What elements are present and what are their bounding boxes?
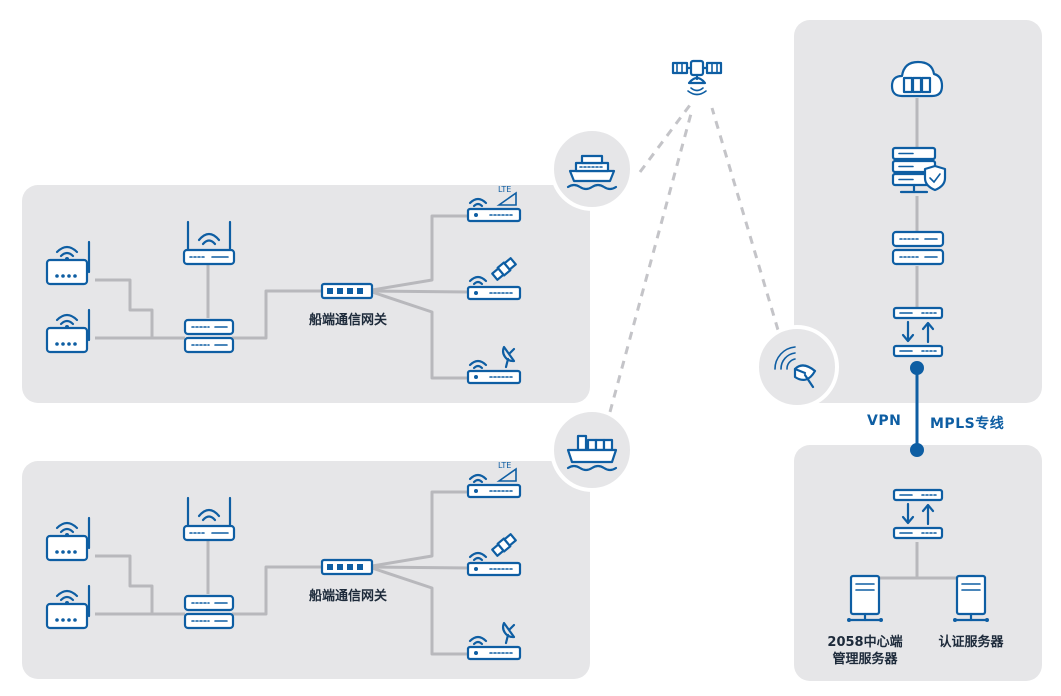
link-gateway-sat-2 [371, 565, 471, 570]
ground-station-badge [755, 325, 839, 409]
wifi-access-point-icon [45, 238, 97, 290]
link-gateway-dish-2 [371, 566, 470, 656]
gateway-device-icon [320, 558, 374, 576]
link-router-auth [915, 562, 970, 580]
sat-link-ship1 [638, 104, 692, 173]
cruise-ship-icon [566, 154, 618, 191]
link-switch-gateway-2 [232, 565, 322, 616]
vpn-node-bottom [910, 443, 924, 457]
mpls-label: MPLS专线 [930, 416, 1005, 432]
management-server-label-line1: 2058中心端 [827, 635, 903, 650]
security-server-icon [891, 146, 947, 196]
vpn-node-top [910, 361, 924, 375]
sat-link-ship2 [608, 109, 694, 413]
link-router-2058 [864, 542, 919, 580]
lte-text: LTE [498, 185, 511, 194]
link-gateway-dish [371, 290, 470, 380]
management-server-label: 2058中心端 管理服务器 [812, 634, 918, 668]
link-ap1-switch-2 [95, 554, 185, 616]
gateway-label: 船端通信网关 [308, 589, 387, 604]
satellite-modem-icon [466, 533, 524, 577]
lte-text: LTE [498, 461, 511, 470]
auth-server-icon [951, 574, 991, 624]
lte-modem-icon: LTE [466, 459, 524, 499]
satellite-icon [671, 55, 723, 99]
cargo-ship-badge [550, 408, 634, 492]
link-switch-gateway [232, 289, 322, 340]
ground-dish-icon [774, 346, 817, 389]
router-arrows-icon [892, 306, 946, 358]
link-gateway-sat [371, 289, 471, 294]
link-gateway-lte-2 [371, 490, 470, 568]
wifi-router-icon [182, 218, 236, 268]
switch-stack-icon [183, 318, 235, 356]
cargo-ship-icon [566, 434, 618, 472]
wifi-access-point-icon [45, 582, 97, 634]
gateway-device-icon [320, 282, 374, 300]
cruise-ship-badge [550, 127, 634, 211]
auth-server-label: 认证服务器 [938, 635, 1004, 650]
lte-modem-icon: LTE [466, 183, 524, 223]
satellite-modem-icon [466, 257, 524, 301]
dish-modem-icon [466, 343, 524, 385]
router-arrows-icon [892, 488, 946, 540]
gateway-label: 船端通信网关 [308, 313, 387, 328]
management-server-icon [845, 574, 885, 624]
wifi-router-icon [182, 494, 236, 544]
core-switch-icon [891, 230, 945, 268]
cloud-server-icon [890, 56, 944, 100]
link-ap1-switch [95, 278, 185, 340]
sat-link-groundstation [710, 107, 780, 331]
management-server-label-line2: 管理服务器 [832, 652, 898, 667]
vpn-label: VPN [867, 413, 902, 429]
wifi-access-point-icon [45, 514, 97, 566]
link-gateway-lte [371, 214, 470, 292]
dish-modem-icon [466, 619, 524, 661]
switch-stack-icon [183, 594, 235, 632]
wifi-access-point-icon [45, 306, 97, 358]
